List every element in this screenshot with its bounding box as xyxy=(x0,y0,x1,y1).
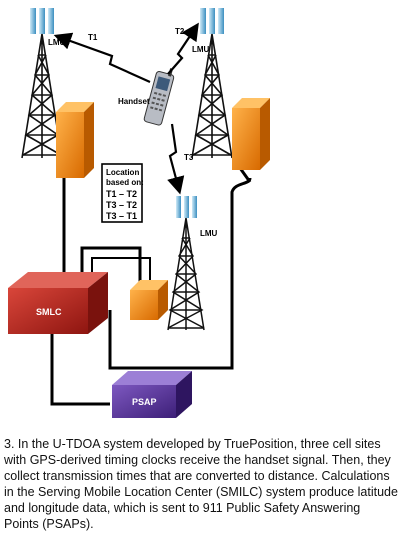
smlc-label: SMLC xyxy=(36,307,62,317)
signal-t1-label: T1 xyxy=(88,33,98,42)
location-line-3: T3 – T1 xyxy=(106,211,137,221)
cable-lines xyxy=(50,167,252,406)
antenna-icon xyxy=(30,8,54,34)
tower-lattice-icon xyxy=(191,33,233,159)
cable-smlc-psap xyxy=(50,330,110,406)
tower-2-equipment-box xyxy=(232,98,270,170)
smlc-box: SMLC xyxy=(8,272,108,334)
signal-t3-arrow xyxy=(167,123,185,195)
tower-3-equipment-box xyxy=(130,280,168,320)
tower-1-equipment-box xyxy=(56,102,94,178)
cable-tower3-smlc-a xyxy=(80,246,142,282)
mobile-phone-icon xyxy=(143,68,175,126)
tower-3-label: LMU xyxy=(200,229,218,238)
figure-caption: 3. In the U-TDOA system developed by Tru… xyxy=(4,437,398,531)
psap-label: PSAP xyxy=(132,397,157,407)
tower-lattice-icon xyxy=(167,217,205,331)
cell-tower-3: LMU xyxy=(130,196,218,331)
signal-t2-label: T2 xyxy=(175,27,185,36)
handset-label: Handset xyxy=(118,97,150,106)
cell-tower-2: LMU xyxy=(191,8,270,170)
location-line-2: T3 – T2 xyxy=(106,200,137,210)
cable-tower3-smlc-b xyxy=(91,257,151,290)
location-formula-box: Location based on: T1 – T2 T3 – T2 T3 – … xyxy=(101,163,144,223)
antenna-icon xyxy=(200,8,224,34)
location-line-1: T1 – T2 xyxy=(106,189,137,199)
cell-tower-1: LMU xyxy=(21,8,94,178)
u-tdoa-diagram: LMU LMU xyxy=(8,8,270,418)
signal-arrows xyxy=(53,22,199,195)
tower-2-label: LMU xyxy=(192,45,210,54)
psap-box: PSAP xyxy=(112,371,192,418)
location-title-1: Location xyxy=(106,168,139,177)
cable-tower2-stub xyxy=(238,167,252,183)
antenna-icon xyxy=(176,196,197,218)
signal-t2-arrow xyxy=(167,22,199,75)
location-title-2: based on: xyxy=(106,178,144,187)
signal-t3-label: T3 xyxy=(184,153,194,162)
handset: Handset xyxy=(118,68,175,126)
signal-t1-arrow xyxy=(53,32,151,84)
tower-lattice-icon xyxy=(21,33,63,159)
